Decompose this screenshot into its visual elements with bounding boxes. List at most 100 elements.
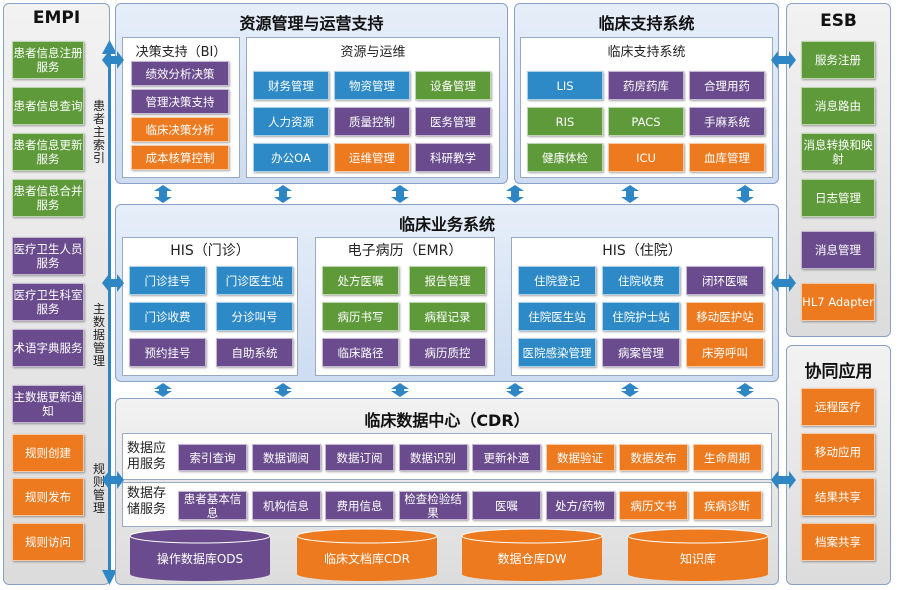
esb-item: 消息路由 — [801, 87, 875, 125]
his-out-item: 门诊挂号 — [129, 266, 206, 295]
his-out-item: 门诊医生站 — [216, 266, 293, 295]
clinical-support-item: PACS — [608, 107, 684, 136]
clinical-support-item: 健康体检 — [527, 143, 603, 172]
emr-item: 处方医嘱 — [322, 266, 399, 295]
vertical-double-arrow — [274, 383, 292, 397]
business-title: 临床业务系统 — [398, 215, 495, 234]
cdr-store-item: 机构信息 — [251, 491, 321, 520]
ops-item: 办公OA — [253, 143, 329, 172]
resource-title: 资源管理与运营支持 — [239, 14, 384, 33]
ops-item: 运维管理 — [334, 143, 410, 172]
cdr-app-item: 数据发布 — [619, 444, 688, 471]
his-in-item: 医院感染管理 — [518, 338, 596, 367]
cdr-store-item: 疾病诊断 — [692, 491, 762, 520]
cdr-store-item: 病历文书 — [619, 491, 688, 520]
his-in-title: HIS（住院） — [602, 243, 682, 259]
clinical-support-item: LIS — [527, 71, 603, 100]
clinical-support-item: 药房药库 — [608, 71, 684, 100]
ops-item: 物资管理 — [334, 71, 410, 100]
bi-item: 成本核算控制 — [131, 145, 229, 170]
cdr-store-item: 患者基本信息 — [178, 491, 247, 520]
his-in-item: 病案管理 — [602, 338, 680, 367]
esb-item: 消息管理 — [801, 231, 875, 269]
cdr-app-item: 更新补遗 — [472, 444, 541, 471]
collab-item: 远程医疗 — [801, 388, 875, 426]
empi-side-label-rules: 规则管理 — [92, 462, 105, 515]
emr-item: 报告管理 — [409, 266, 486, 295]
ops-item: 科研教学 — [415, 143, 491, 172]
empi-item: 患者信息合并服务 — [12, 179, 84, 217]
empi-side-label-index: 患者主索引 — [92, 99, 105, 165]
vertical-double-arrow — [154, 383, 172, 397]
cdr-app-item: 数据验证 — [545, 444, 615, 471]
bi-item: 绩效分析决策 — [131, 61, 229, 86]
cdr-app-label-text: 数据应用服务 — [127, 441, 167, 472]
clinical-support-title: 临床支持系统 — [598, 14, 695, 33]
vertical-double-arrow — [506, 383, 524, 397]
esb-title: ESB — [820, 11, 857, 31]
clinical-support-item: 合理用药 — [689, 71, 765, 100]
his-in-item: 闭环医嘱 — [686, 266, 764, 295]
bi-title: 决策支持（BI） — [135, 45, 227, 60]
database-cylinder: 知识库 — [627, 528, 769, 581]
empi-item: 医疗卫生人员服务 — [12, 237, 84, 275]
collab-item: 结果共享 — [801, 478, 875, 516]
his-in-item: 住院登记 — [518, 266, 596, 295]
cdr-app-item: 数据识别 — [398, 444, 468, 471]
clinical-support-item: 血库管理 — [689, 143, 765, 172]
vertical-double-arrow — [274, 185, 292, 203]
his-out-item: 分诊叫号 — [216, 302, 293, 331]
empi-vertical-arrow — [102, 40, 117, 585]
cdr-app-label: 数据应用服务 — [127, 441, 175, 473]
empi-title: EMPI — [32, 8, 81, 28]
empi-item: 规则访问 — [12, 523, 84, 561]
database-label: 临床文档库CDR — [324, 551, 410, 566]
cdr-app-item: 数据订阅 — [325, 444, 394, 471]
ops-item: 设备管理 — [415, 71, 491, 100]
his-in-item: 住院医生站 — [518, 302, 596, 331]
empi-item: 规则发布 — [12, 478, 84, 516]
ops-item: 人力资源 — [253, 107, 329, 136]
emr-item: 病历书写 — [322, 302, 399, 331]
his-out-item: 自助系统 — [216, 338, 293, 367]
database-cylinder: 数据仓库DW — [461, 528, 603, 581]
database-label: 数据仓库DW — [497, 551, 566, 566]
emr-title: 电子病历（EMR） — [347, 243, 463, 259]
clinical-support-item: RIS — [527, 107, 603, 136]
bi-item: 临床决策分析 — [131, 117, 229, 142]
his-out-item: 门诊收费 — [129, 302, 206, 331]
cdr-store-item: 检查检验结果 — [398, 491, 468, 520]
cdr-store-item: 费用信息 — [325, 491, 394, 520]
ops-item: 质量控制 — [334, 107, 410, 136]
his-in-item: 住院护士站 — [602, 302, 680, 331]
ops-item: 医务管理 — [415, 107, 491, 136]
his-in-item: 床旁呼叫 — [686, 338, 764, 367]
ops-item: 财务管理 — [253, 71, 329, 100]
bi-item: 管理决策支持 — [131, 89, 229, 114]
his-out-title: HIS（门诊） — [170, 243, 250, 259]
database-label: 操作数据库ODS — [157, 551, 243, 566]
emr-item: 病历质控 — [409, 338, 486, 367]
esb-item: HL7 Adapter — [801, 283, 875, 321]
vertical-double-arrow — [391, 383, 409, 397]
database-cylinder: 临床文档库CDR — [296, 528, 438, 581]
cdr-title: 临床数据中心（CDR） — [364, 411, 530, 430]
empi-item: 医疗卫生科室服务 — [12, 283, 84, 321]
vertical-double-arrow — [736, 383, 754, 397]
collab-item: 档案共享 — [801, 523, 875, 561]
database-cylinder: 操作数据库ODS — [129, 528, 271, 581]
empi-item: 患者信息注册服务 — [12, 41, 84, 79]
clinical-support-item: ICU — [608, 143, 684, 172]
collab-title: 协同应用 — [804, 362, 873, 382]
clinical-support-subtitle: 临床支持系统 — [607, 45, 686, 60]
cdr-store-item: 医嘱 — [472, 491, 541, 520]
vertical-double-arrow — [736, 185, 754, 203]
empi-side-label-masterdata: 主数据管理 — [92, 302, 105, 368]
cdr-store-label: 数据存储服务 — [127, 486, 175, 518]
cdr-app-item: 索引查询 — [178, 444, 247, 471]
cdr-app-item: 数据调阅 — [251, 444, 321, 471]
cdr-databases: 操作数据库ODS 临床文档库CDR 数据仓库DW 知识库 — [129, 528, 769, 581]
empi-item: 主数据更新通知 — [12, 385, 84, 423]
esb-item: 消息转换和映射 — [801, 133, 875, 171]
emr-item: 病程记录 — [409, 302, 486, 331]
